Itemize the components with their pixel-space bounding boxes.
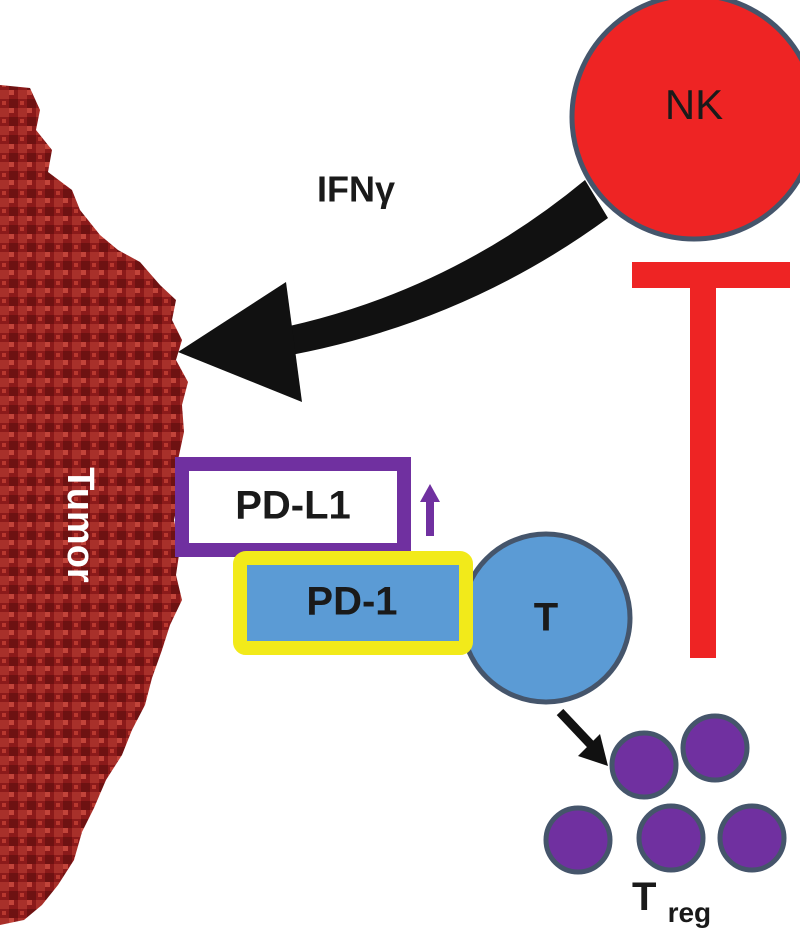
nk-label: NK	[665, 81, 723, 128]
pd-1-border	[233, 551, 473, 655]
pd-1-label: PD-1	[306, 580, 397, 624]
treg-cluster: T reg	[543, 713, 787, 928]
nk-cell-circle	[569, 0, 800, 242]
pd-l1-label: PD-L1	[235, 484, 351, 528]
pd-l1-box: PD-L1	[175, 457, 411, 557]
t-cell: T	[459, 531, 633, 705]
pd-1-box: PD-1	[233, 551, 473, 655]
t-label: T	[534, 596, 558, 640]
ifn-gamma-label: IFNγ	[317, 169, 395, 210]
treg-cell	[717, 803, 787, 873]
tumor-mass	[0, 85, 188, 925]
inhibition-bar-top	[632, 262, 790, 288]
ifn-arrow-head	[178, 282, 302, 402]
treg-cell	[609, 730, 679, 800]
treg-label: T reg	[632, 875, 711, 928]
up-arrow-shaft	[426, 498, 434, 536]
ifn-arrow-shaft	[255, 180, 608, 360]
up-arrow-head	[420, 484, 440, 502]
treg-label-main: T	[632, 875, 656, 919]
treg-cell	[636, 803, 706, 873]
inhibition-bar	[632, 262, 790, 658]
ifn-gamma-arrow	[178, 180, 608, 402]
nk-cell: NK	[569, 0, 800, 242]
diff-arrow-shaft	[556, 708, 598, 752]
tumor: Tumor	[0, 85, 188, 925]
differentiation-arrow	[556, 708, 608, 766]
upregulation-arrow	[420, 484, 440, 536]
treg-cell	[680, 713, 750, 783]
tumor-label: Tumor	[59, 467, 101, 583]
treg-label-sub: reg	[668, 897, 712, 928]
diff-arrow-head	[578, 734, 608, 766]
pd-l1-border	[175, 457, 411, 557]
inhibition-bar-stem	[690, 288, 716, 658]
treg-cell	[543, 805, 613, 875]
